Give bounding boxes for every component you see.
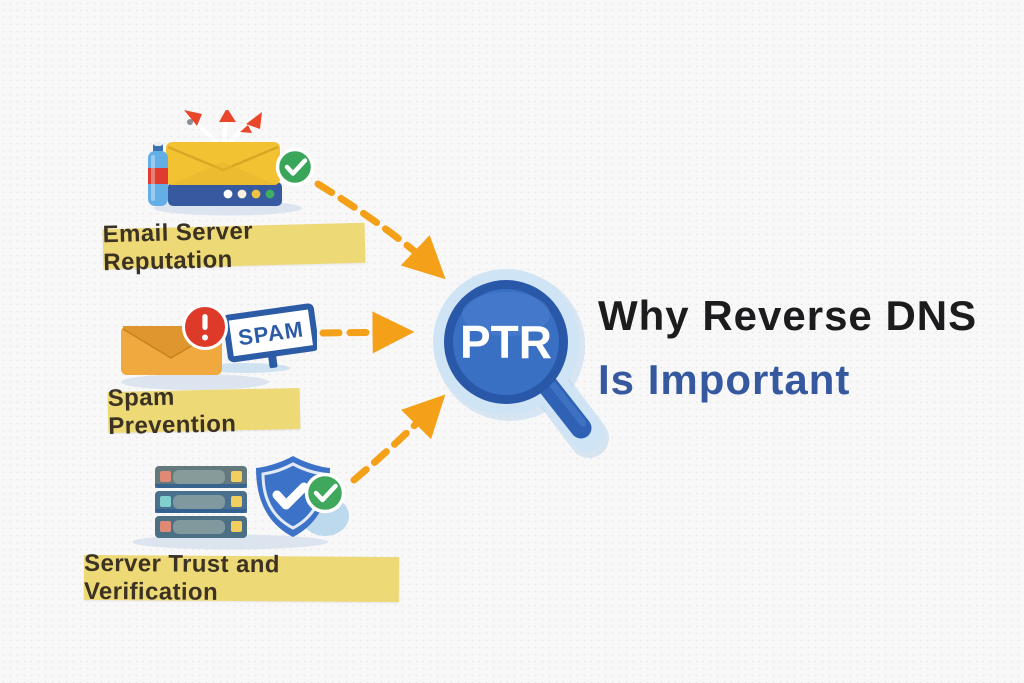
- title-line-2: Is Important: [598, 356, 851, 403]
- server-shield-icon: [132, 456, 349, 550]
- check-badge-icon: [275, 147, 315, 187]
- magnifier-handle-highlight: [545, 376, 587, 427]
- icon-shadow: [121, 374, 269, 390]
- server-rack-icon: [155, 466, 247, 538]
- arrow-spam-to-ptr: [319, 311, 415, 354]
- envelope-icon: [166, 142, 280, 185]
- bottle-icon: [148, 142, 168, 206]
- check-badge-icon: [304, 472, 346, 514]
- stamp-shadow: [200, 363, 290, 373]
- server-status-lights: [223, 189, 275, 199]
- outgoing-arrows-icon: [184, 110, 262, 133]
- arrow-email-to-ptr: [314, 180, 446, 280]
- magnifier-lens: [444, 280, 568, 404]
- spam-icon: SPAM: [121, 303, 317, 390]
- ptr-magnifier-icon: PTR: [433, 269, 609, 458]
- arrow-server-to-ptr: [350, 394, 446, 484]
- spam-stamp-icon: SPAM: [222, 303, 317, 369]
- icon-shadow: [132, 534, 328, 550]
- email-server-icon: [148, 110, 315, 216]
- alert-badge-icon: [182, 304, 228, 350]
- title-line-1: Why Reverse DNS: [598, 292, 978, 339]
- shield-icon: [256, 456, 330, 537]
- ptr-label: PTR: [460, 316, 552, 368]
